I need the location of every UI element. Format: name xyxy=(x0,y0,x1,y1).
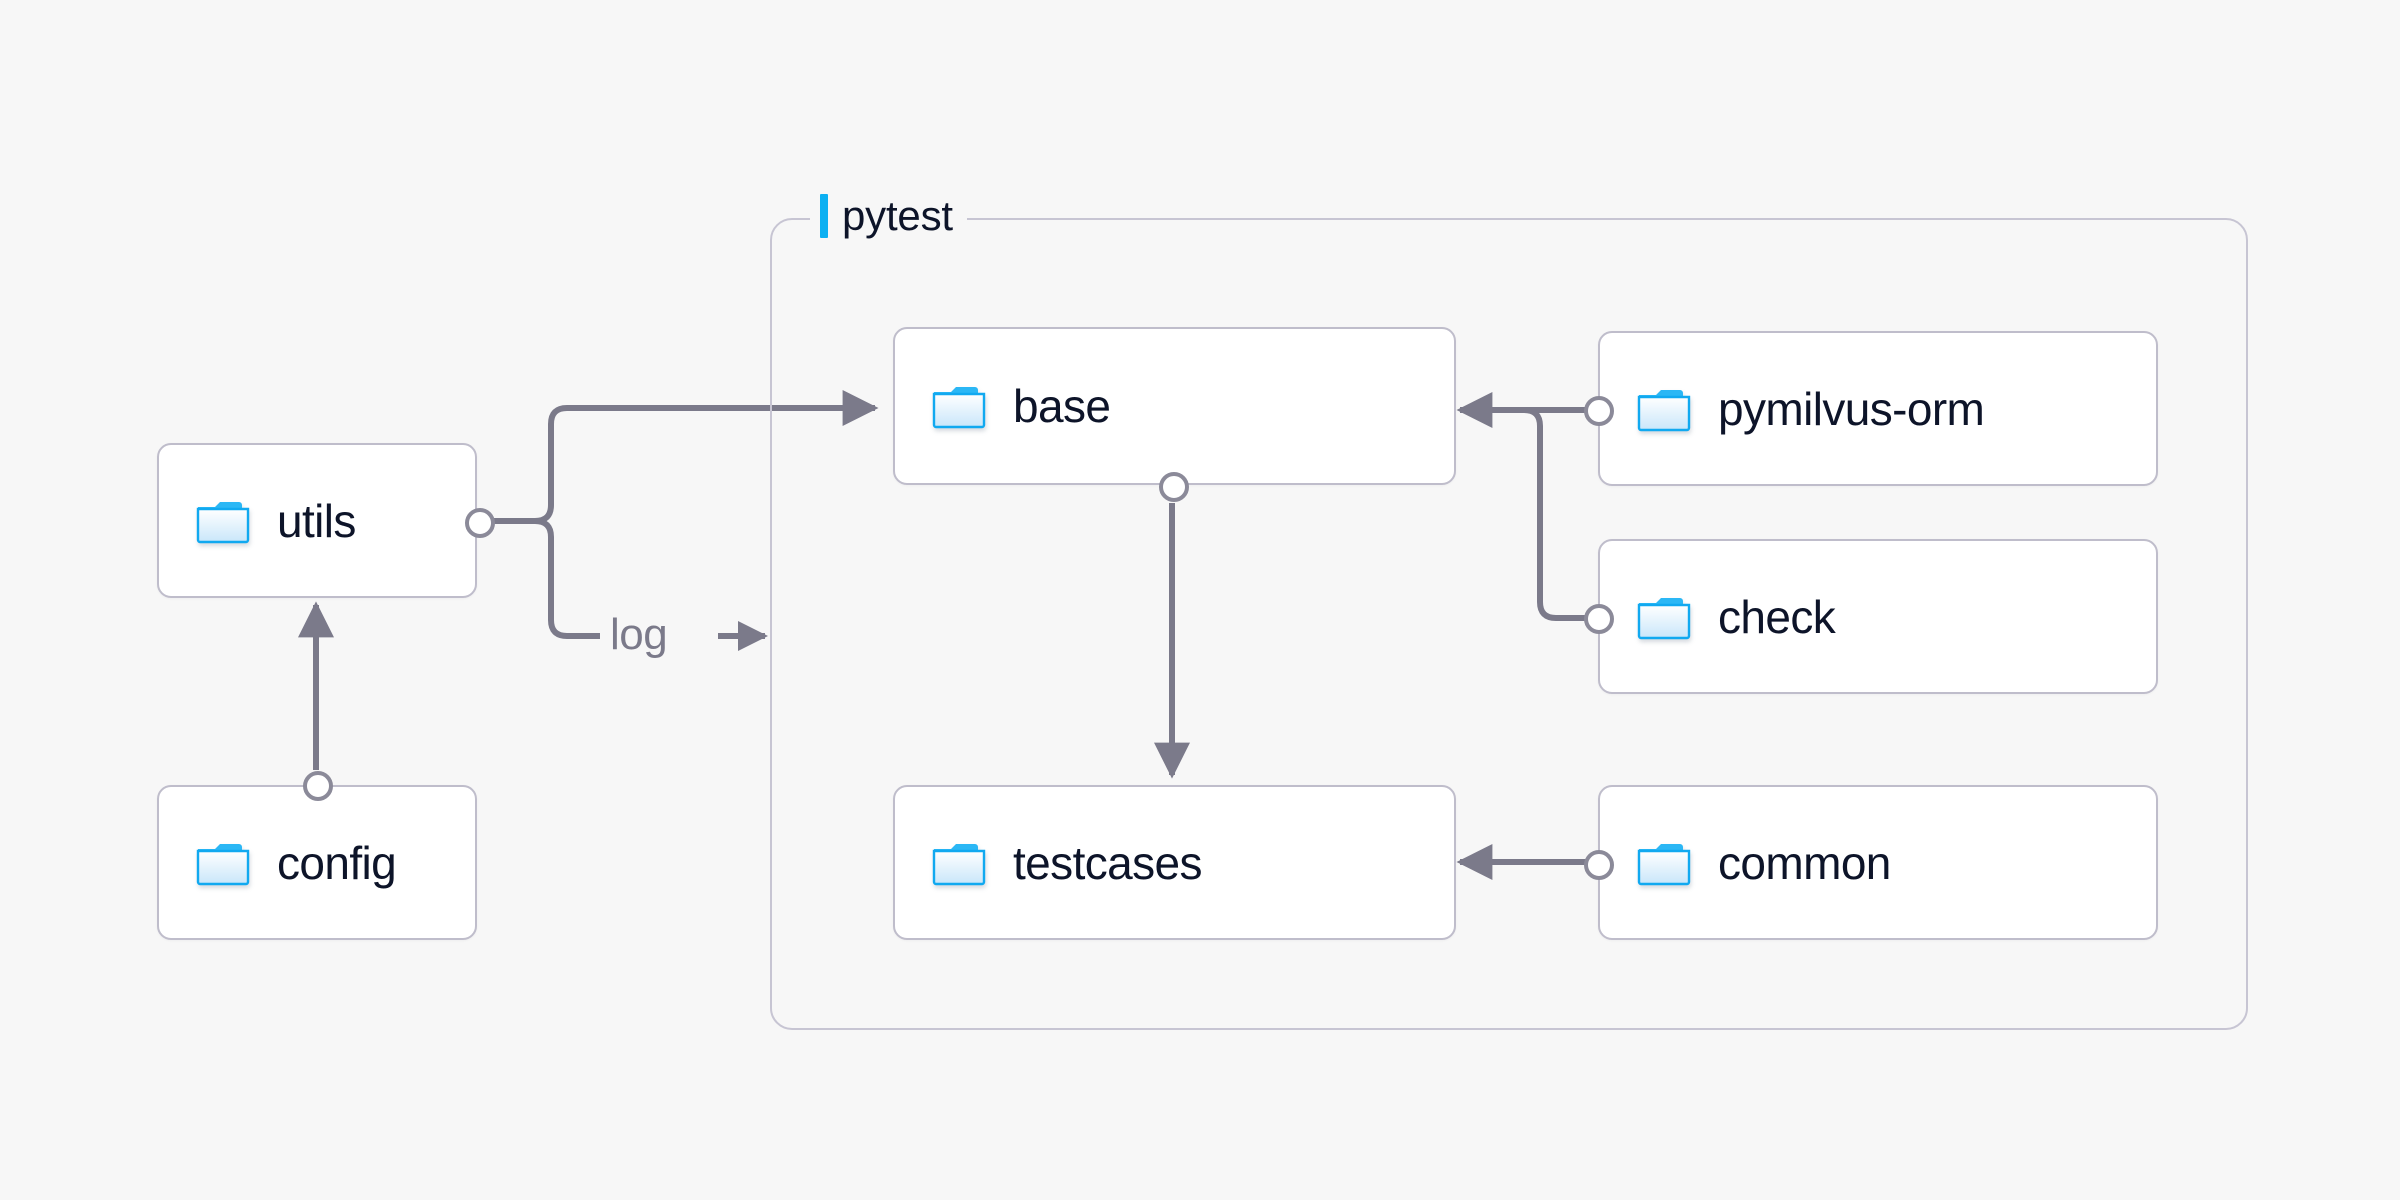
folder-icon xyxy=(1637,597,1691,639)
edge-utils-to-log xyxy=(534,518,600,639)
edge-label-log: log xyxy=(600,613,678,657)
node-testcases[interactable]: testcases xyxy=(893,785,1456,940)
node-base-label: base xyxy=(1013,380,1111,432)
node-testcases-label: testcases xyxy=(1013,836,1203,889)
node-base[interactable]: base xyxy=(893,327,1456,502)
node-utils[interactable]: utils xyxy=(157,443,495,598)
port-utils-right[interactable] xyxy=(465,508,495,538)
folder-icon xyxy=(1637,843,1691,885)
node-utils-content: utils xyxy=(159,497,356,545)
port-pymilvus-orm-left[interactable] xyxy=(1584,396,1614,426)
group-pytest-title: pytest xyxy=(810,190,967,242)
folder-icon xyxy=(196,843,250,885)
group-pytest-container[interactable] xyxy=(770,218,2248,1030)
node-pymilvus-orm-label: pymilvus-orm xyxy=(1718,382,1985,435)
node-check-content: check xyxy=(1600,590,1836,643)
node-pymilvus-orm-content: pymilvus-orm xyxy=(1600,382,1985,435)
node-config[interactable]: config xyxy=(157,771,477,940)
folder-icon xyxy=(932,387,986,429)
node-testcases-content: testcases xyxy=(895,836,1203,889)
node-common-content: common xyxy=(1600,839,1891,887)
folder-icon xyxy=(932,843,986,885)
node-check[interactable]: check xyxy=(1584,539,2158,694)
port-common-left[interactable] xyxy=(1584,850,1614,880)
node-utils-label: utils xyxy=(277,494,356,547)
node-check-label: check xyxy=(1718,590,1836,643)
folder-icon xyxy=(1637,389,1691,431)
group-title-label: pytest xyxy=(842,192,953,239)
node-common[interactable]: common xyxy=(1584,785,2158,940)
node-common-label: common xyxy=(1718,836,1891,889)
node-config-content: config xyxy=(159,836,397,889)
node-base-content: base xyxy=(895,380,1111,432)
folder-icon xyxy=(196,501,250,543)
port-config-top[interactable] xyxy=(303,771,333,801)
port-check-left[interactable] xyxy=(1584,604,1614,634)
port-base-bottom[interactable] xyxy=(1159,472,1189,502)
vertical-bar-accent-icon xyxy=(820,194,828,238)
node-pymilvus-orm[interactable]: pymilvus-orm xyxy=(1584,331,2158,486)
node-config-label: config xyxy=(277,836,397,889)
